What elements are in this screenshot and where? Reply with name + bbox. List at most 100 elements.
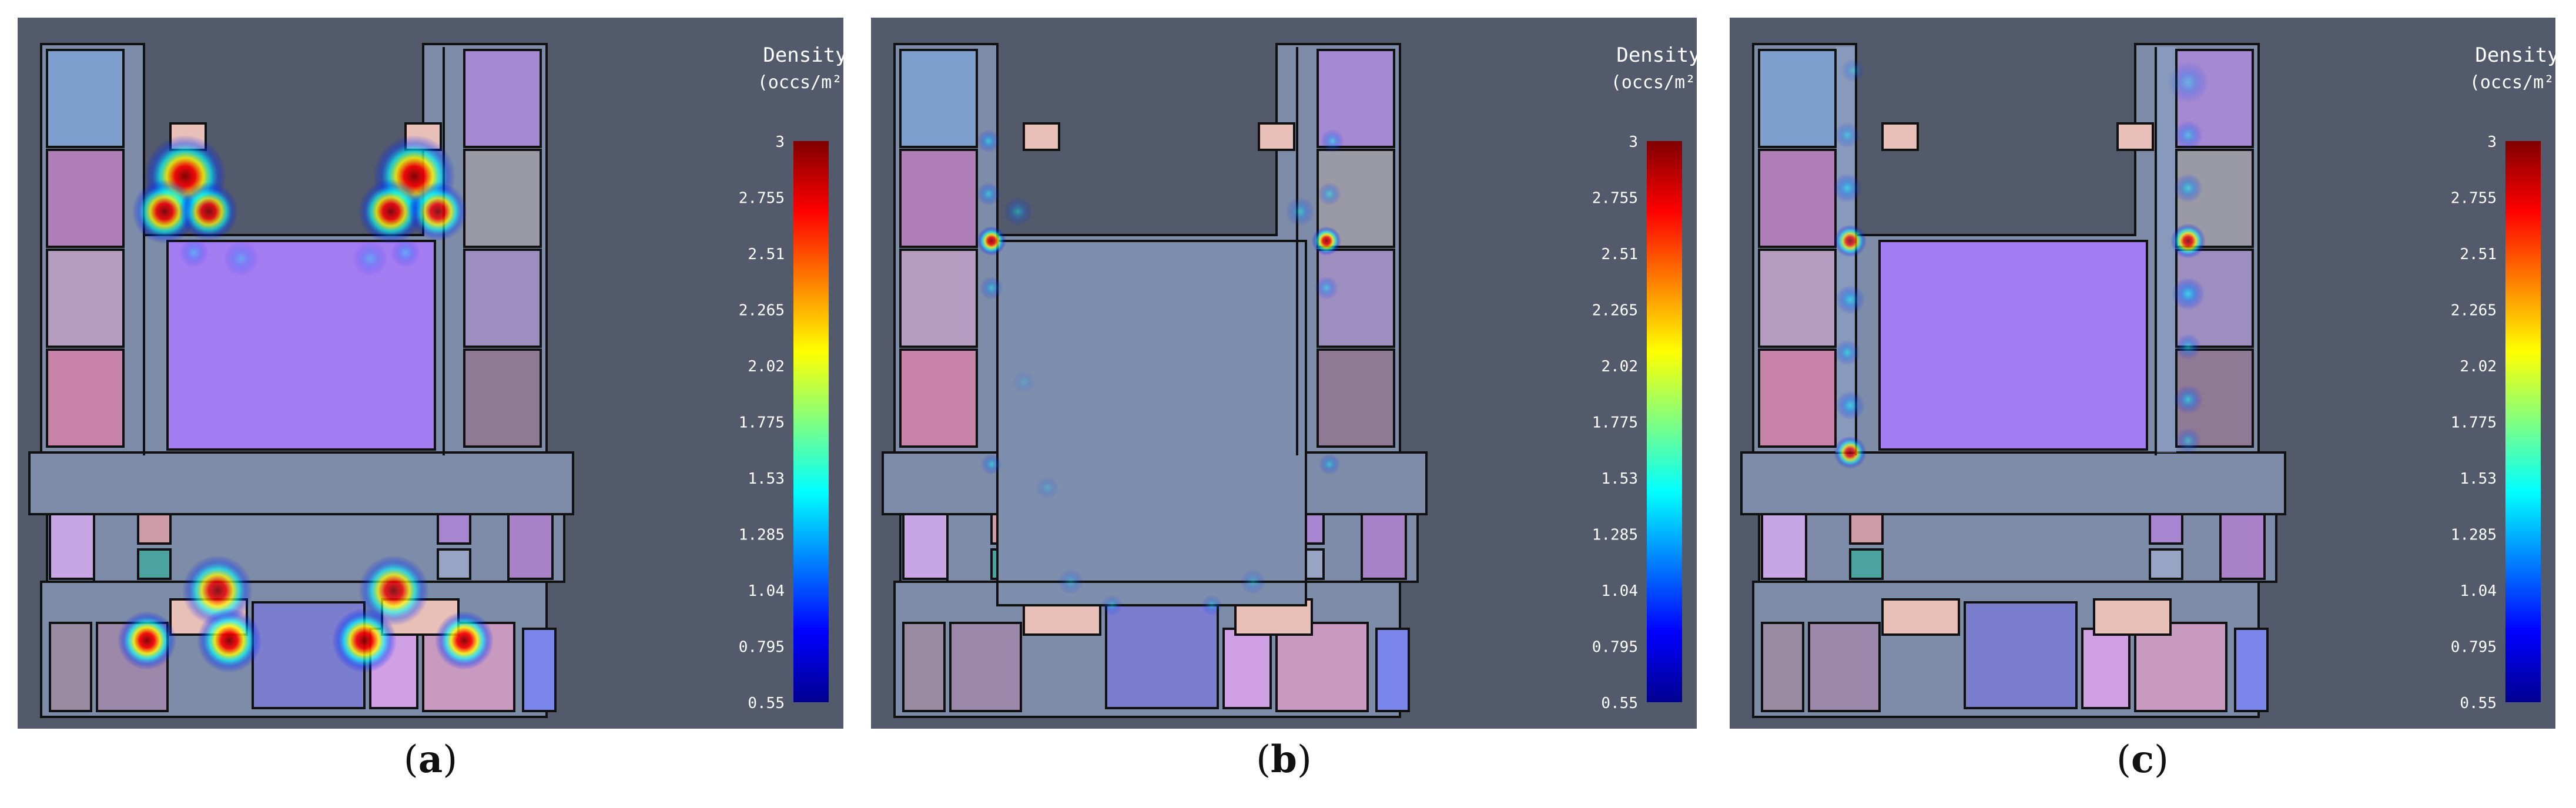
room: [507, 513, 554, 580]
density-blob: [2175, 428, 2201, 454]
colorbar-tick-label: 1.775: [739, 414, 785, 432]
central-atrium: [166, 240, 436, 451]
colorbar-tick-label: 1.53: [1601, 470, 1638, 488]
room: [902, 622, 946, 712]
density-blob: [359, 179, 423, 244]
room: [949, 622, 1022, 712]
density-blob: [1319, 454, 1340, 475]
density-blob: [1321, 129, 1344, 153]
density-blob: [1835, 391, 1865, 420]
room: [46, 249, 125, 348]
room: [437, 513, 471, 545]
room: [1758, 348, 1837, 448]
colorbar-tick-label: 1.285: [1592, 527, 1638, 544]
density-blob: [1012, 370, 1036, 394]
colorbar-tick-label: 1.775: [2451, 414, 2497, 432]
colorbar-title: Density: [763, 43, 843, 67]
room: [46, 149, 125, 248]
colorbar-tick-label: 1.53: [2460, 470, 2497, 488]
colorbar-title: Density: [1616, 43, 1697, 67]
colorbar-unit: (occs/m²): [1611, 72, 1697, 93]
density-blob: [197, 608, 262, 673]
density-blob: [1285, 197, 1315, 226]
room: [1317, 348, 1395, 448]
colorbar-tick-label: 0.795: [2451, 639, 2497, 656]
stairwell: [2116, 122, 2154, 151]
density-blob: [980, 276, 1003, 300]
room: [1761, 513, 1807, 580]
density-blob: [2173, 173, 2203, 203]
room: [1758, 249, 1837, 348]
room: [137, 548, 172, 580]
colorbar-tick-label: 1.04: [2460, 582, 2497, 600]
room: [899, 149, 978, 248]
room: [1275, 622, 1369, 712]
density-blob: [182, 555, 253, 626]
density-blob: [1003, 197, 1033, 226]
density-blob: [1834, 224, 1867, 257]
room: [1761, 622, 1804, 712]
room: [46, 348, 125, 448]
density-blob: [1834, 436, 1867, 469]
colorbar-tick-label: 2.51: [2460, 246, 2497, 263]
room: [2149, 548, 2183, 580]
panel-a-label: (a): [403, 737, 458, 782]
colorbar-tick-label: 0.55: [748, 695, 785, 712]
room: [1964, 601, 2078, 709]
room: [899, 49, 978, 148]
lower-corridor: [1740, 451, 2286, 515]
density-blob: [981, 454, 1002, 475]
central-atrium: [1878, 240, 2148, 451]
colorbar-tick-label: 0.55: [1601, 695, 1638, 712]
density-blob: [223, 241, 259, 276]
density-blob: [977, 129, 1000, 153]
colorbar-tick-label: 2.265: [1592, 302, 1638, 320]
floor-plan-a: Density(occs/m²)32.7552.512.2652.021.775…: [18, 18, 843, 729]
colorbar-tick-label: 3: [775, 133, 785, 151]
room: [463, 249, 542, 348]
colorbar-tick-label: 1.775: [1592, 414, 1638, 432]
open-hall: [996, 240, 1307, 606]
stairwell: [1881, 122, 1919, 151]
room: [49, 513, 95, 580]
colorbar-tick-label: 3: [2487, 133, 2497, 151]
density-blob: [1058, 569, 1084, 595]
panel-b-label: (b): [1256, 737, 1312, 782]
room: [1849, 513, 1884, 545]
density-blob: [179, 238, 209, 267]
colorbar-tick-label: 0.795: [739, 639, 785, 656]
density-blob: [2170, 223, 2206, 259]
stairwell: [1023, 122, 1060, 151]
room: [902, 513, 949, 580]
room: [522, 628, 557, 712]
colorbar-tick-label: 2.755: [739, 190, 785, 207]
room: [1361, 513, 1407, 580]
colorbar-tick-label: 2.02: [1601, 358, 1638, 375]
density-blob: [1240, 569, 1266, 595]
colorbar-tick-label: 3: [1629, 133, 1638, 151]
colorbar-tick-label: 2.02: [748, 358, 785, 375]
room: [1375, 628, 1410, 712]
room: [1222, 628, 1272, 709]
density-blob: [2173, 385, 2203, 414]
colorbar-tick-label: 1.285: [2451, 527, 2497, 544]
colorbar-tick-label: 2.265: [739, 302, 785, 320]
density-blob: [118, 611, 176, 670]
room: [899, 348, 978, 448]
room: [2219, 513, 2266, 580]
colorbar: [793, 141, 829, 702]
room: [46, 49, 125, 148]
colorbar-tick-label: 2.755: [1592, 190, 1638, 207]
panel-b: Density (occs/m²) 3 2.755 2.51 2.265 2.02 1.775…: [871, 18, 1697, 729]
density-blob: [2172, 277, 2205, 310]
density-blob: [1201, 595, 1222, 616]
density-blob: [1318, 182, 1341, 206]
density-blob: [1312, 226, 1341, 256]
density-blob: [1315, 276, 1338, 300]
stairwell: [1881, 598, 1960, 636]
colorbar-tick-label: 2.51: [1601, 246, 1638, 263]
room: [1758, 49, 1837, 148]
density-blob: [1036, 476, 1059, 499]
